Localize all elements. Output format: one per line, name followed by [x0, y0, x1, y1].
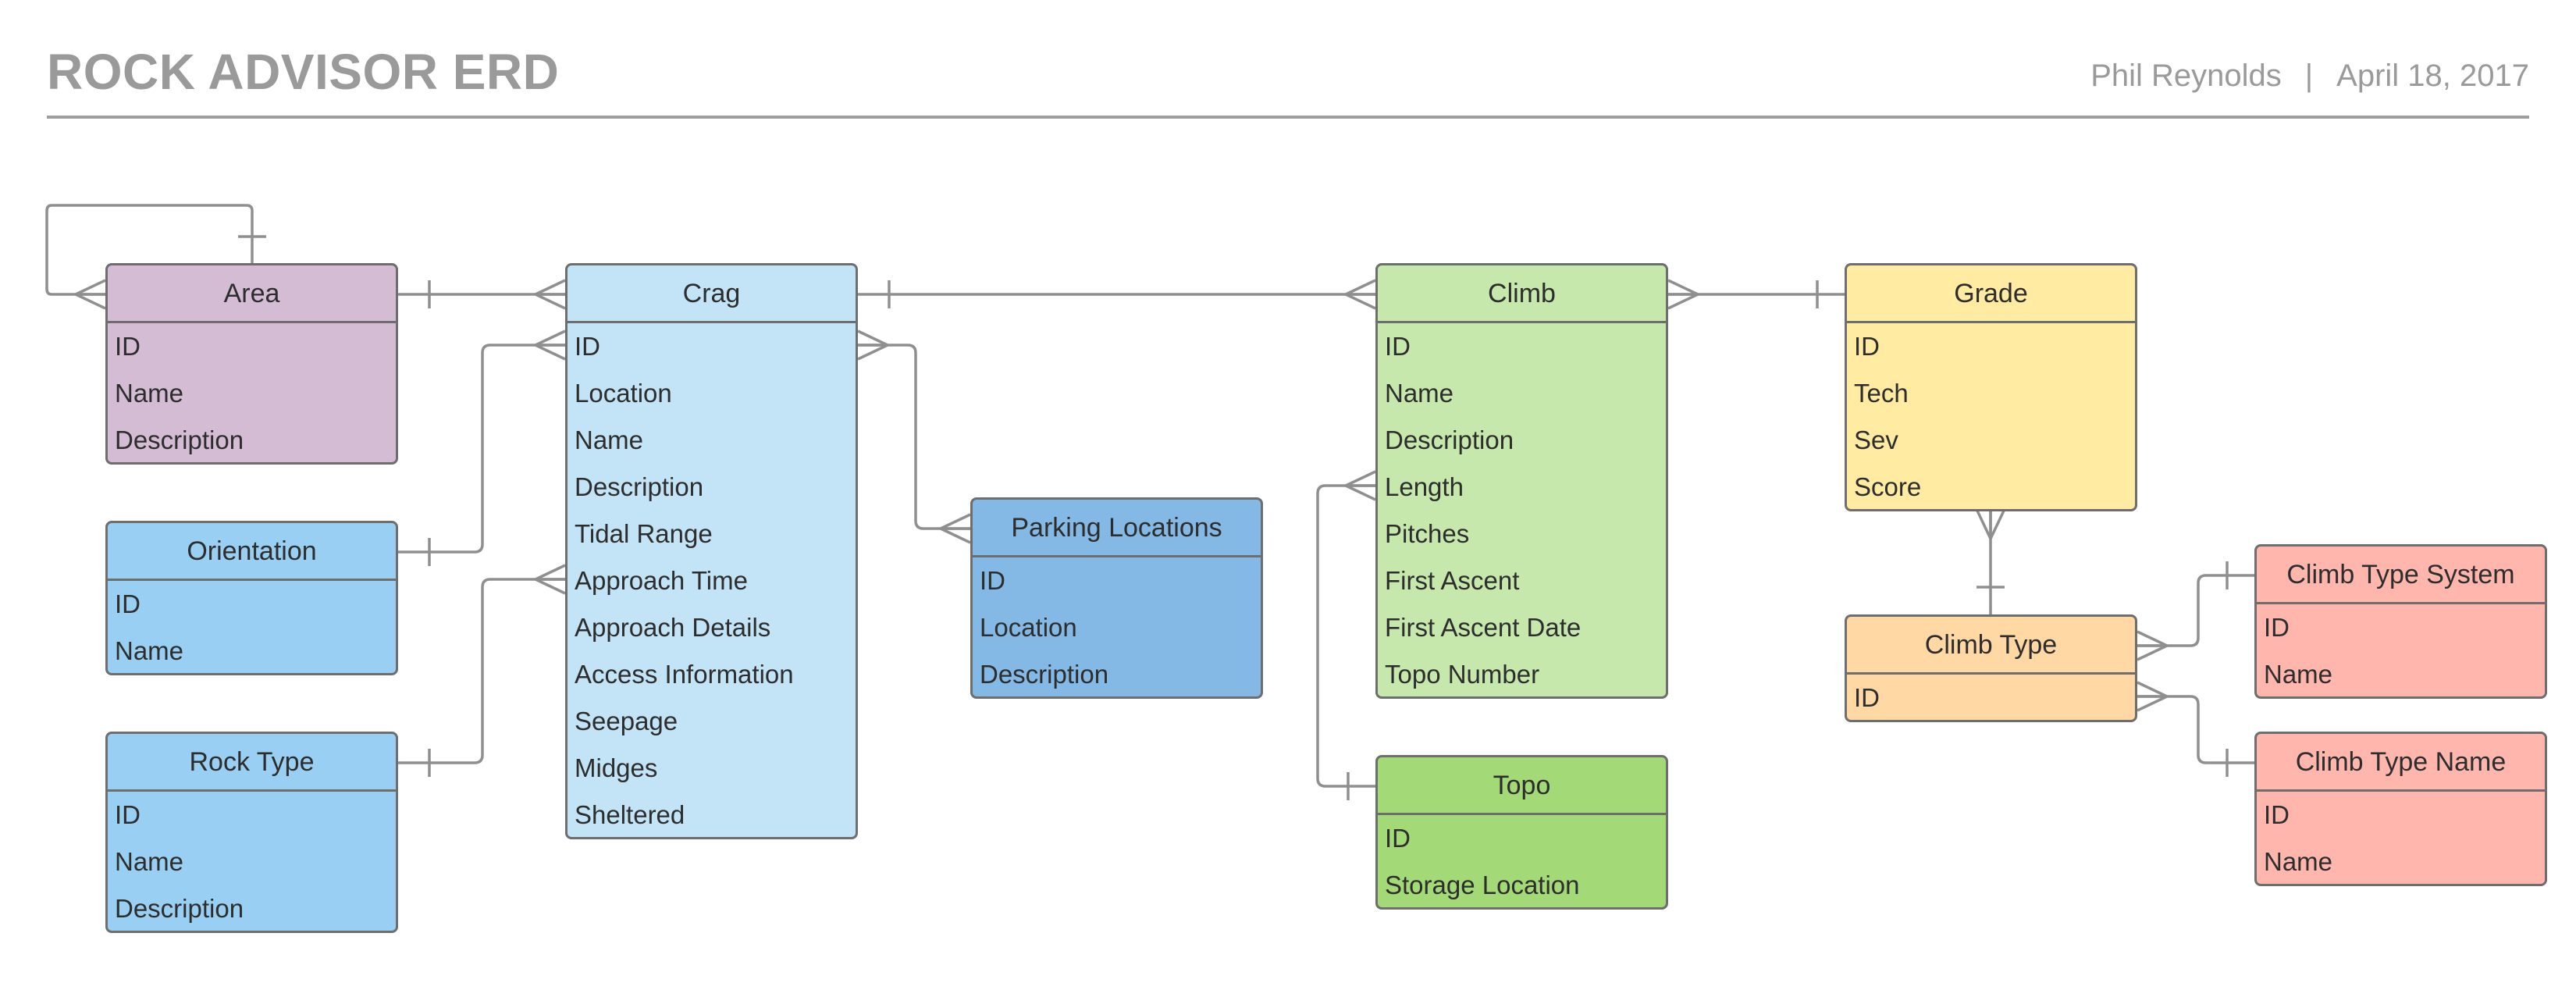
entity-field: ID [1385, 332, 1411, 361]
link-climbtype-system [2137, 574, 2254, 647]
many-crowfoot [2137, 630, 2169, 661]
entity-field: First Ascent Date [1385, 613, 1582, 642]
many-crowfoot [534, 279, 566, 310]
entity-title: Grade [1847, 265, 2135, 323]
entity-field: Score [1854, 472, 1922, 501]
link-crag-parking [858, 344, 970, 530]
entity-title: Parking Locations [973, 500, 1261, 557]
entity-field: ID [1854, 683, 1880, 712]
entity-field: Pitches [1385, 519, 1470, 548]
entity-field: Name [2264, 660, 2333, 689]
entity-field: Tech [1854, 379, 1909, 408]
entity-field: Sheltered [575, 800, 685, 829]
diagram-date: April 18, 2017 [2336, 59, 2529, 93]
entity-field: ID [575, 332, 600, 361]
entity-field: Name [115, 847, 184, 876]
entity-field: Description [115, 894, 244, 923]
entity-field: First Ascent [1385, 566, 1520, 595]
entity-field: Topo Number [1385, 660, 1540, 689]
entity-field: Name [1385, 379, 1454, 408]
meta-separator: | [2304, 59, 2314, 93]
entity-title: Rock Type [108, 734, 396, 792]
entity-title: Climb Type Name [2257, 734, 2545, 792]
entity-field: Midges [575, 753, 658, 782]
entity-field: Description [980, 660, 1109, 689]
entity-field: Tidal Range [575, 519, 713, 548]
entity-field: Description [1385, 426, 1514, 454]
link-rocktype-crag [398, 578, 565, 764]
many-crowfoot [534, 329, 566, 361]
header-divider [47, 116, 2529, 119]
entity-field: Location [980, 613, 1077, 642]
entity-field: Length [1385, 472, 1464, 501]
entity-field: Approach Time [575, 566, 748, 595]
entity-field: Description [575, 472, 704, 501]
many-crowfoot [857, 329, 889, 361]
diagram-title: ROCK ADVISOR ERD [47, 44, 560, 100]
entity-title: Orientation [108, 523, 396, 581]
many-crowfoot [939, 513, 971, 544]
diagram-meta: Phil Reynolds | April 18, 2017 [2090, 59, 2529, 94]
link-climb-topo [1316, 484, 1375, 788]
entity-field: Name [115, 379, 184, 408]
entity-title: Climb Type System [2257, 547, 2545, 604]
entity-field: ID [1385, 824, 1411, 853]
entity-field: Description [115, 426, 244, 454]
entity-field: ID [115, 800, 141, 829]
link-area-self [45, 204, 254, 296]
entity-field: Location [575, 379, 672, 408]
entity-title: Area [108, 265, 396, 323]
author-name: Phil Reynolds [2090, 59, 2282, 93]
entity-title: Climb Type [1847, 617, 2135, 675]
many-crowfoot [1344, 279, 1376, 310]
entity-field: Name [115, 636, 184, 665]
entity-field: ID [2264, 800, 2290, 829]
entity-field: ID [115, 589, 141, 618]
link-orientation-crag [398, 344, 565, 554]
entity-field: ID [115, 332, 141, 361]
entity-field: ID [2264, 613, 2290, 642]
entity-field: Name [575, 426, 644, 454]
entity-field: Access Information [575, 660, 794, 689]
entity-field: Approach Details [575, 613, 771, 642]
entity-title: Crag [568, 265, 856, 323]
many-crowfoot [534, 564, 566, 595]
entity-field: Sev [1854, 426, 1898, 454]
many-crowfoot [1975, 508, 2006, 540]
entity-field: ID [980, 566, 1005, 595]
entity-field: Seepage [575, 707, 678, 735]
many-crowfoot [1344, 470, 1376, 501]
entity-field: Name [2264, 847, 2333, 876]
many-crowfoot [2137, 681, 2169, 712]
entity-title: Topo [1378, 757, 1666, 815]
entity-field: Storage Location [1385, 871, 1580, 899]
many-crowfoot [74, 279, 106, 310]
many-crowfoot [1667, 279, 1699, 310]
link-climbtype-name [2137, 695, 2254, 764]
entity-field: ID [1854, 332, 1880, 361]
entity-title: Climb [1378, 265, 1666, 323]
